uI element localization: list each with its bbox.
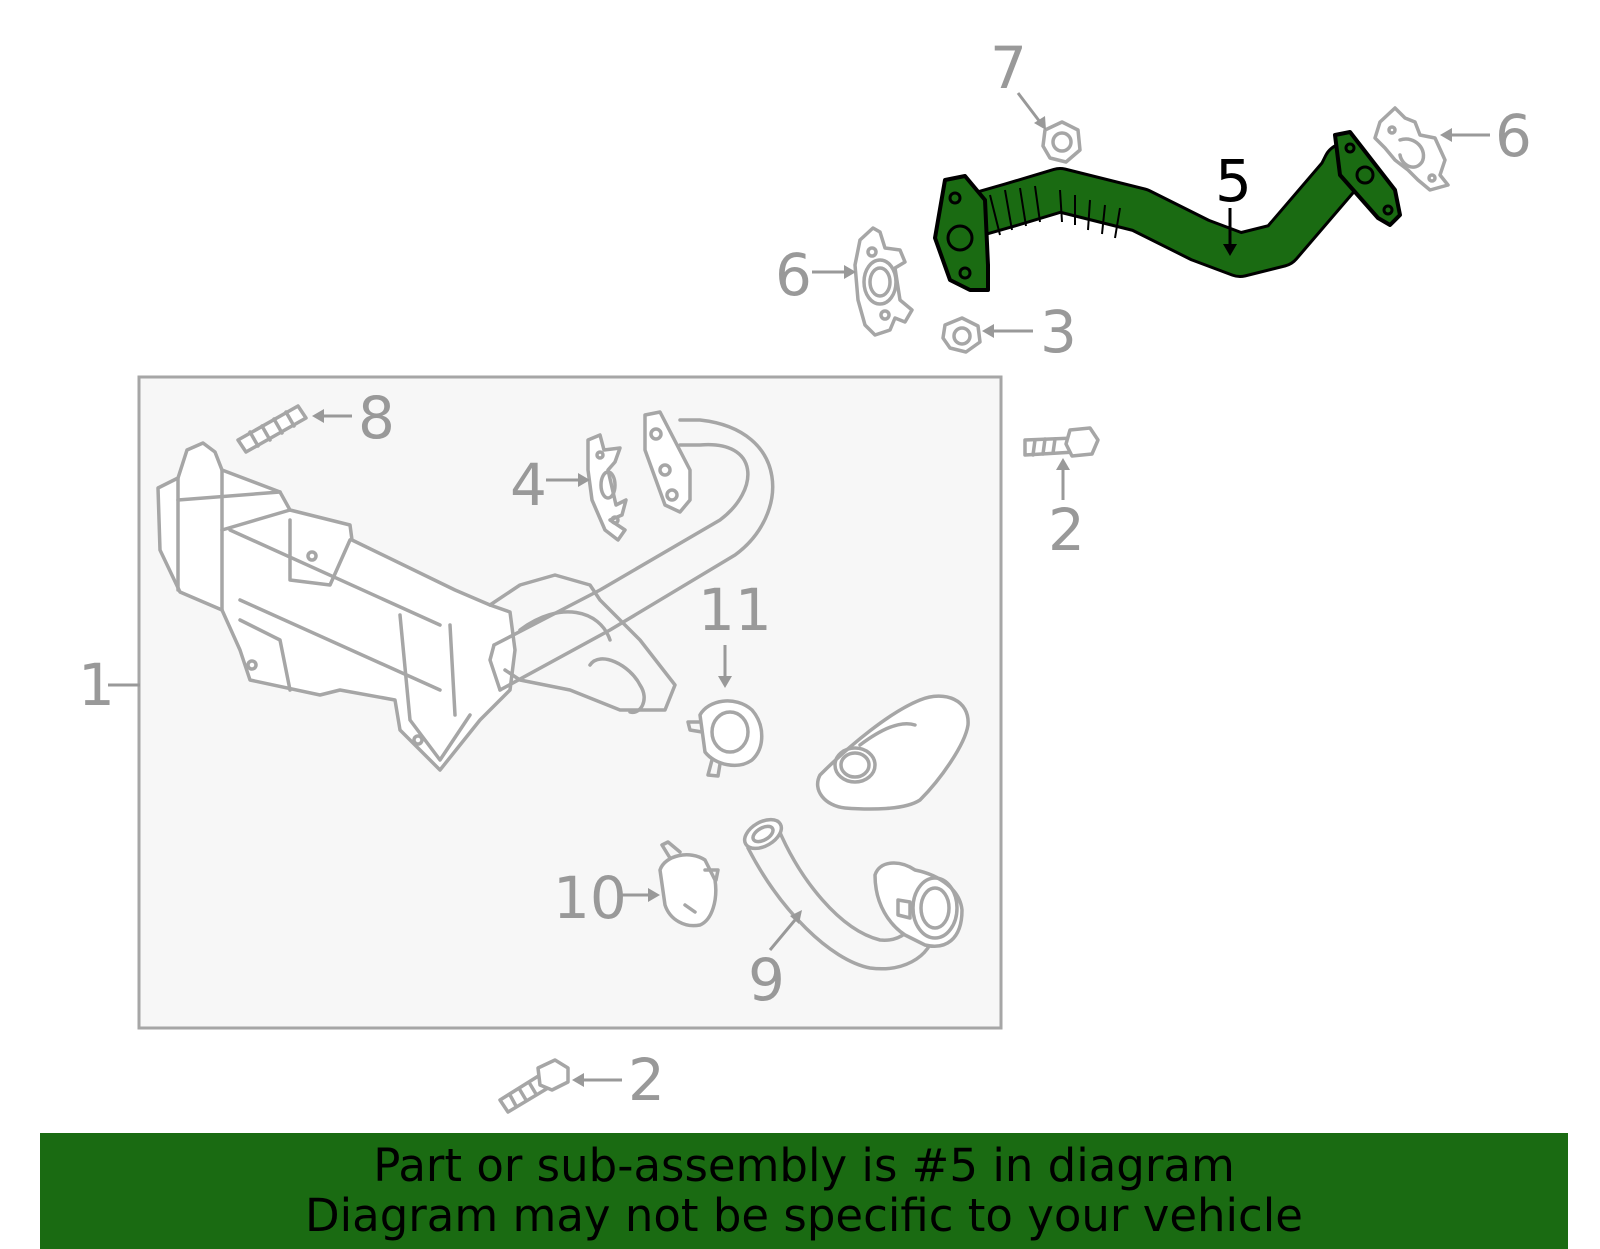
banner-disclaimer: Diagram may not be specific to your vehi… (305, 1189, 1303, 1242)
callout-2-right: 2 (1048, 496, 1085, 564)
callout-8: 8 (358, 384, 395, 452)
callout-11: 11 (698, 576, 772, 644)
arrow-6-left (844, 265, 856, 279)
banner-part-note: Part or sub-assembly is #5 in diagram (373, 1139, 1235, 1192)
callout-3: 3 (1040, 298, 1077, 366)
part-6-gasket-right[interactable] (1373, 106, 1450, 192)
hose-fitting (815, 694, 970, 811)
info-banner: Part or sub-assembly is #5 in diagram Di… (40, 1133, 1568, 1249)
part-1-outlet-pipe (488, 410, 775, 692)
leader-7 (1016, 92, 1042, 123)
arrow-5 (1223, 244, 1237, 256)
callout-10: 10 (553, 864, 627, 932)
arrow-3 (982, 324, 994, 338)
arrow-10 (648, 888, 660, 902)
arrow-2-right (1056, 458, 1070, 470)
callout-5: 5 (1215, 147, 1252, 215)
arrow-9 (790, 910, 802, 924)
part-3-nut[interactable] (941, 316, 982, 354)
part-7-nut[interactable] (1041, 120, 1082, 164)
arrow-6-right (1440, 128, 1452, 142)
arrow-8 (312, 409, 324, 423)
callout-6-right: 6 (1495, 102, 1532, 170)
part-10-clamp[interactable] (658, 840, 720, 928)
arrow-2-bottom (572, 1073, 584, 1087)
assembly-box (137, 375, 1003, 1030)
arrow-7 (1034, 116, 1046, 130)
callout-2-bottom: 2 (628, 1046, 665, 1114)
part-8-stud[interactable] (236, 404, 308, 454)
part-2-bolt-bottom[interactable] (498, 1058, 570, 1114)
part-2-bolt-right[interactable] (1023, 426, 1100, 458)
part-9-hose[interactable] (740, 814, 964, 971)
arrow-4 (578, 473, 590, 487)
callout-9: 9 (748, 946, 785, 1014)
leader-9 (768, 919, 797, 951)
arrow-11 (718, 676, 732, 688)
callout-7: 7 (990, 34, 1027, 102)
part-5-egr-pipe[interactable] (933, 130, 1402, 292)
part-11-clamp[interactable] (686, 699, 764, 778)
part-1-egr-cooler[interactable] (156, 441, 677, 772)
callout-4: 4 (510, 451, 547, 519)
callout-6-left: 6 (775, 241, 812, 309)
part-6-gasket-left[interactable] (853, 226, 914, 337)
part-4-gasket[interactable] (586, 433, 628, 542)
